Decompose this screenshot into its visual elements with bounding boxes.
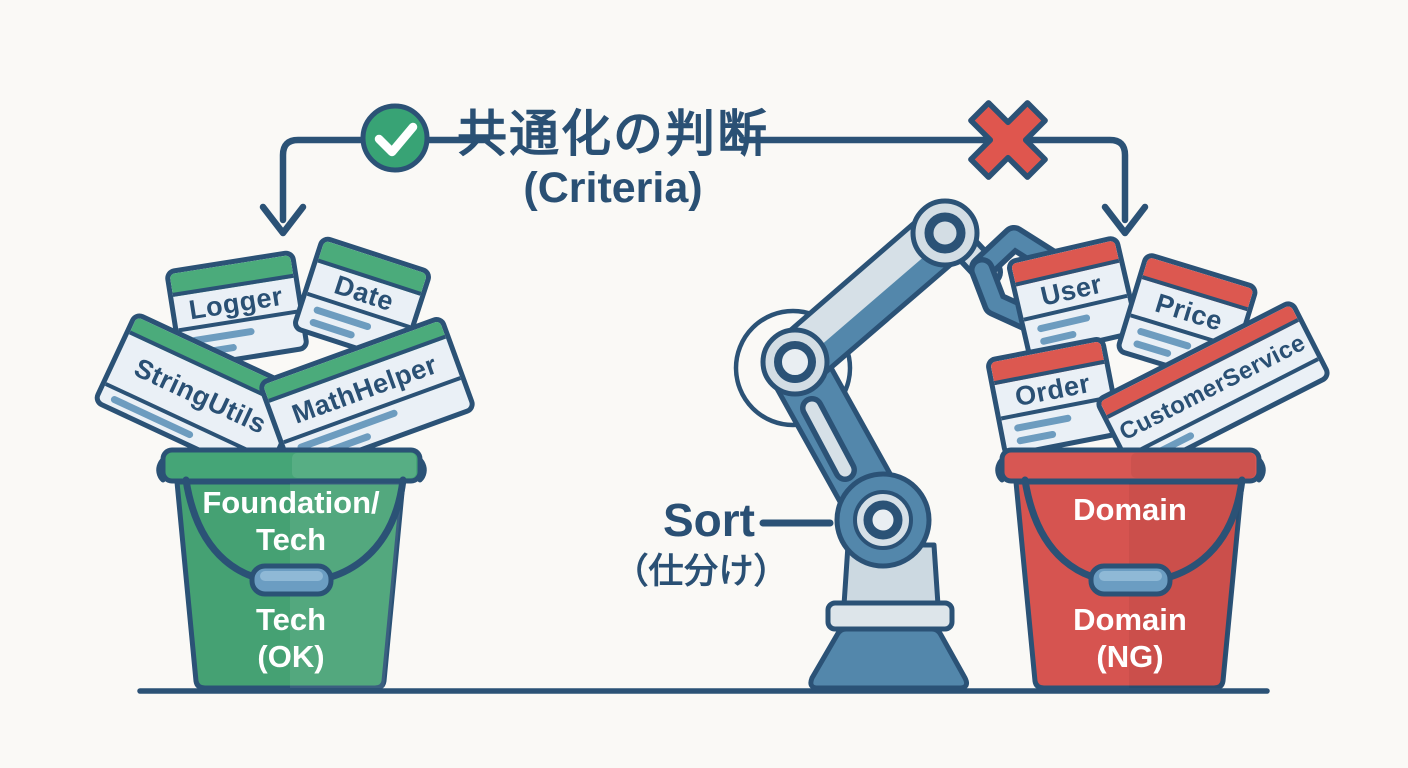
robot-elbow-joint <box>760 327 830 397</box>
red-bucket-label-top-1: Domain <box>1073 492 1187 527</box>
title-block: 共通化の判断 (Criteria) <box>373 106 853 214</box>
green-bucket: Foundation/ Tech Tech (OK) <box>156 447 427 691</box>
sort-label-en: Sort <box>663 494 755 546</box>
ng-arrow <box>738 136 1149 237</box>
robot-base <box>808 626 969 691</box>
sort-label-ja: （仕分け） <box>613 552 789 591</box>
robot-arm <box>733 198 1065 691</box>
ok-arrow <box>259 136 491 237</box>
robot-wrist-joint <box>910 198 980 268</box>
page-subtitle: (Criteria) <box>523 164 703 212</box>
check-icon <box>360 103 430 173</box>
arrow-down-icon <box>259 203 307 237</box>
green-bucket-label-top-1: Foundation/ <box>202 485 380 520</box>
red-bucket: Domain Domain (NG) <box>995 447 1266 691</box>
robot-shoulder-ring <box>733 308 853 428</box>
x-icon <box>968 100 1048 180</box>
arrow-down-icon <box>1101 203 1149 237</box>
robot-main-joint <box>834 471 932 569</box>
green-bucket-label-top-2: Tech <box>256 522 326 557</box>
page-title: 共通化の判断 <box>457 106 769 162</box>
green-bucket-label-bottom-1: Tech <box>256 602 326 637</box>
green-bucket-label-bottom-2: (OK) <box>257 639 324 674</box>
red-bucket-label-bottom-2: (NG) <box>1096 639 1163 674</box>
red-bucket-label-bottom-1: Domain <box>1073 602 1187 637</box>
